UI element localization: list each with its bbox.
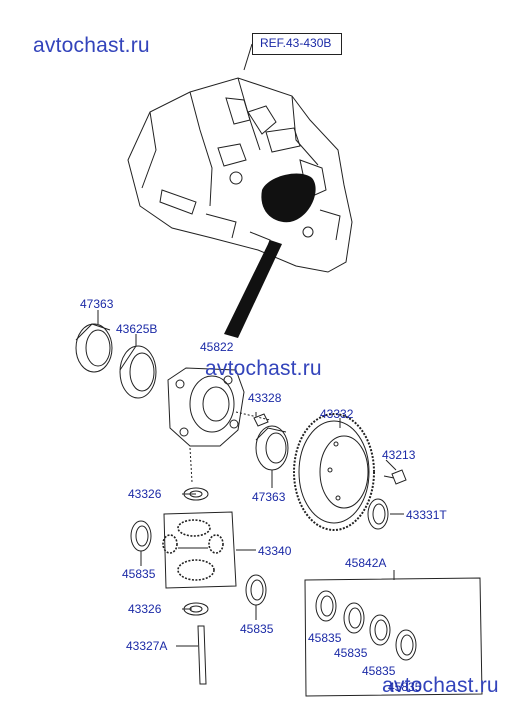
ring-43625B (119, 345, 157, 399)
watermark-top: avtochast.ru (33, 34, 150, 57)
leader-lines (97, 310, 404, 647)
part-45835-left[interactable]: 45835 (122, 567, 156, 581)
part-43625B[interactable]: 43625B (116, 322, 158, 336)
part-45842A[interactable]: 45842A (345, 556, 387, 570)
transaxle-housing (127, 77, 353, 273)
differential-case (167, 367, 271, 483)
part-45835-kit1[interactable]: 45835 (308, 631, 342, 645)
shaft-43327A (197, 625, 207, 685)
pin-43328 (253, 413, 269, 427)
bearing-47363-bottom (255, 425, 289, 471)
part-45835-kit4[interactable]: 45835 (388, 680, 422, 694)
part-43326-bottom[interactable]: 43326 (128, 602, 162, 616)
part-43213[interactable]: 43213 (382, 448, 416, 462)
part-47363-top[interactable]: 47363 (80, 297, 114, 311)
watermark-bottom: avtochast.ru (382, 674, 499, 697)
bolt-43213 (383, 469, 407, 485)
seal-opening (261, 173, 316, 223)
part-43328[interactable]: 43328 (248, 391, 282, 405)
part-45835-mid[interactable]: 45835 (240, 622, 274, 636)
part-43331T[interactable]: 43331T (406, 508, 447, 522)
part-43332[interactable]: 43332 (320, 407, 354, 421)
bearing-47363-top (75, 323, 113, 373)
kit-box-45842A (304, 577, 483, 697)
part-45835-kit3[interactable]: 45835 (362, 664, 396, 678)
washer-45835-left (130, 520, 152, 552)
reference-box (252, 33, 342, 55)
reference-label[interactable]: REF.43-430B (260, 36, 332, 50)
watermark-middle: avtochast.ru (205, 357, 322, 380)
ring-gear-43332 (293, 413, 375, 531)
washer-45835-mid (245, 574, 267, 606)
gear-set-43340 (162, 511, 237, 589)
callout-band (224, 240, 282, 338)
part-43327A[interactable]: 43327A (126, 639, 168, 653)
washer-43331T (367, 498, 389, 530)
part-45822[interactable]: 45822 (200, 340, 234, 354)
part-43340[interactable]: 43340 (258, 544, 292, 558)
part-43326-top[interactable]: 43326 (128, 487, 162, 501)
ref-leader (243, 43, 253, 71)
part-47363-bottom[interactable]: 47363 (252, 490, 286, 504)
part-45835-kit2[interactable]: 45835 (334, 646, 368, 660)
